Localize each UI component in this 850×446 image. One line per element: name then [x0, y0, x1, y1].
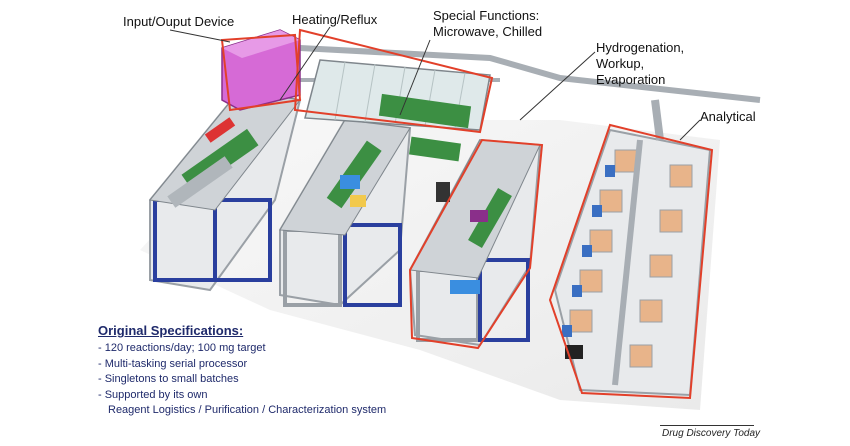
analytical-outline	[548, 123, 714, 400]
io-module	[149, 29, 302, 292]
source-credit: Drug Discovery Today	[662, 428, 761, 439]
analytical-module	[553, 99, 712, 397]
source-rule	[660, 425, 754, 426]
io-device-box	[221, 29, 301, 111]
io-device-outline	[220, 33, 302, 112]
spec-item: - Singletons to small batches	[98, 373, 239, 385]
input-output-device-label: Input/Ouput Device	[123, 14, 235, 29]
hydrogenation-label-line2: Workup,	[596, 56, 645, 71]
spec-item-continuation: Reagent Logistics / Purification / Chara…	[108, 404, 387, 416]
zone-outlines	[220, 28, 714, 400]
hydrogenation-label-line3: Evaporation	[596, 72, 666, 87]
heating-reflux-label: Heating/Reflux	[292, 12, 378, 27]
special-functions-label-line2: Microwave, Chilled	[433, 24, 543, 39]
spec-item: - 120 reactions/day; 100 mg target	[98, 342, 266, 354]
spec-item: - Multi-tasking serial processor	[98, 357, 248, 370]
hydrogenation-label-line1: Hydrogenation,	[596, 40, 685, 55]
spec-item: - Supported by its own	[98, 388, 208, 401]
specifications-list: - 120 reactions/day; 100 mg target - Mul…	[98, 341, 386, 419]
hydrogenation-module	[408, 138, 542, 347]
special-functions-outline	[293, 28, 494, 134]
hydrogenation-outline	[408, 138, 544, 350]
specifications-title: Original Specifications:	[98, 323, 244, 338]
analytical-label: Analytical	[700, 109, 756, 124]
special-functions-label-line1: Special Functions:	[433, 8, 540, 23]
leader-lines	[169, 26, 701, 141]
